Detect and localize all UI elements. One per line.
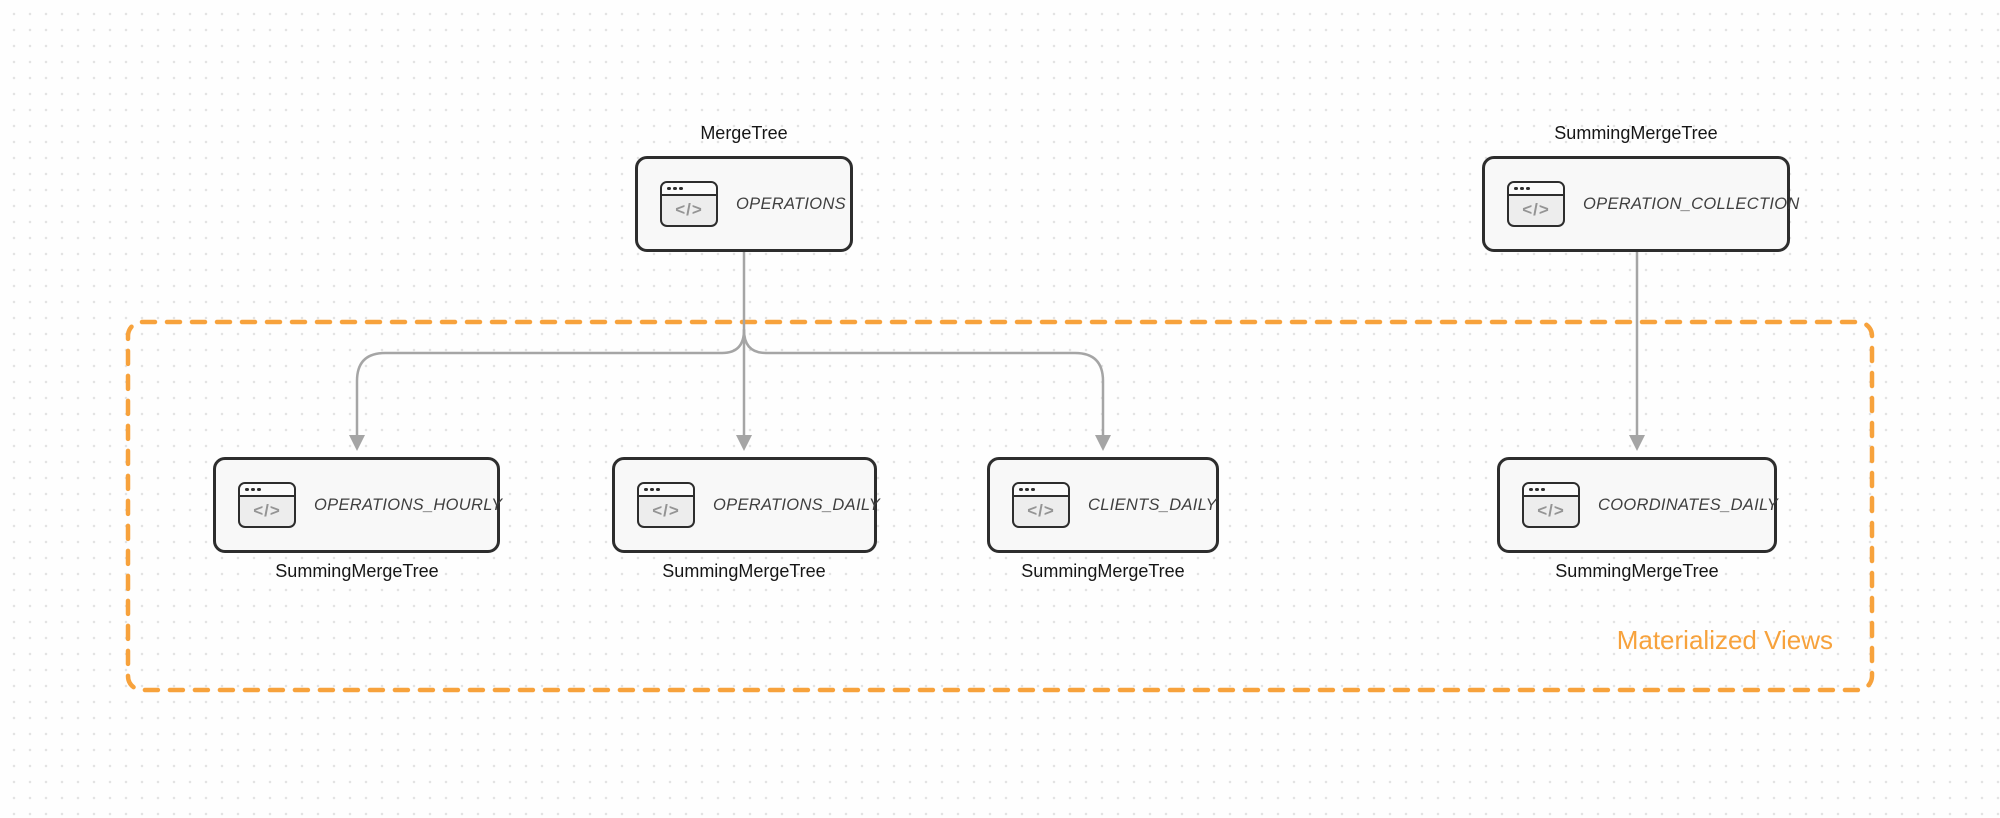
table-name: OPERATIONS — [736, 194, 846, 213]
titlebar-dot — [1526, 186, 1530, 191]
titlebar-dot — [673, 186, 677, 191]
table-name: OPERATION_COLLECTION — [1583, 194, 1800, 213]
titlebar-dot — [1520, 186, 1524, 191]
code-glyph: </> — [652, 501, 680, 520]
engine-label-summingmergetree-coordinates: SummingMergeTree — [1555, 561, 1719, 581]
engine-label-summingmergetree-daily: SummingMergeTree — [662, 561, 826, 581]
window-titlebar — [639, 484, 693, 497]
titlebar-dot — [650, 487, 654, 492]
engine-label-summingmergetree-top: SummingMergeTree — [1554, 123, 1718, 143]
table-node-coordinates-daily: </> COORDINATES_DAILY — [1497, 457, 1779, 553]
table-node-operations-hourly: </> OPERATIONS_HOURLY — [213, 457, 503, 553]
materialized-views-label: Materialized Views — [1616, 625, 1833, 655]
code-glyph: </> — [1537, 501, 1565, 520]
window-titlebar — [1509, 183, 1563, 196]
titlebar-dot — [644, 487, 648, 492]
materialized-views-boundary — [125, 319, 1875, 693]
titlebar-dot — [251, 487, 255, 492]
window-titlebar — [662, 183, 716, 196]
window-titlebar — [240, 484, 294, 497]
code-window-icon: </> — [660, 181, 718, 227]
table-node-clients-daily: </> CLIENTS_DAILY — [987, 457, 1219, 553]
titlebar-dot — [1514, 186, 1518, 191]
table-node-operations: </> OPERATIONS — [635, 156, 853, 252]
engine-label-summingmergetree-clients: SummingMergeTree — [1021, 561, 1185, 581]
table-node-operation-collection: </> OPERATION_COLLECTION — [1482, 156, 1799, 252]
titlebar-dot — [1019, 487, 1023, 492]
titlebar-dot — [245, 487, 249, 492]
code-window-icon: </> — [238, 482, 296, 528]
code-glyph: </> — [1027, 501, 1055, 520]
window-titlebar — [1524, 484, 1578, 497]
code-window-icon: </> — [1507, 181, 1565, 227]
arrowhead-icon — [1095, 435, 1111, 451]
titlebar-dot — [1535, 487, 1539, 492]
table-name: CLIENTS_DAILY — [1088, 495, 1217, 514]
table-name: OPERATIONS_DAILY — [713, 495, 881, 514]
edge-operations-to-operations-hourly — [355, 328, 746, 438]
arrowhead-icon — [736, 435, 752, 451]
table-name: COORDINATES_DAILY — [1598, 495, 1779, 514]
code-glyph: </> — [675, 200, 703, 219]
titlebar-dot — [1529, 487, 1533, 492]
code-window-icon: </> — [637, 482, 695, 528]
table-name: OPERATIONS_HOURLY — [314, 495, 503, 514]
window-titlebar — [1014, 484, 1068, 497]
arrowhead-icon — [1629, 435, 1645, 451]
code-glyph: </> — [1522, 200, 1550, 219]
code-window-icon: </> — [1012, 482, 1070, 528]
titlebar-dot — [1031, 487, 1035, 492]
arrowhead-icon — [349, 435, 365, 451]
titlebar-dot — [1541, 487, 1545, 492]
engine-label-mergetree: MergeTree — [700, 123, 788, 143]
titlebar-dot — [679, 186, 683, 191]
edge-operations-to-clients-daily — [742, 328, 1105, 438]
code-glyph: </> — [253, 501, 281, 520]
titlebar-dot — [257, 487, 261, 492]
titlebar-dot — [667, 186, 671, 191]
engine-label-summingmergetree-hourly: SummingMergeTree — [275, 561, 439, 581]
titlebar-dot — [1025, 487, 1029, 492]
titlebar-dot — [656, 487, 660, 492]
code-window-icon: </> — [1522, 482, 1580, 528]
table-node-operations-daily: </> OPERATIONS_DAILY — [612, 457, 881, 553]
